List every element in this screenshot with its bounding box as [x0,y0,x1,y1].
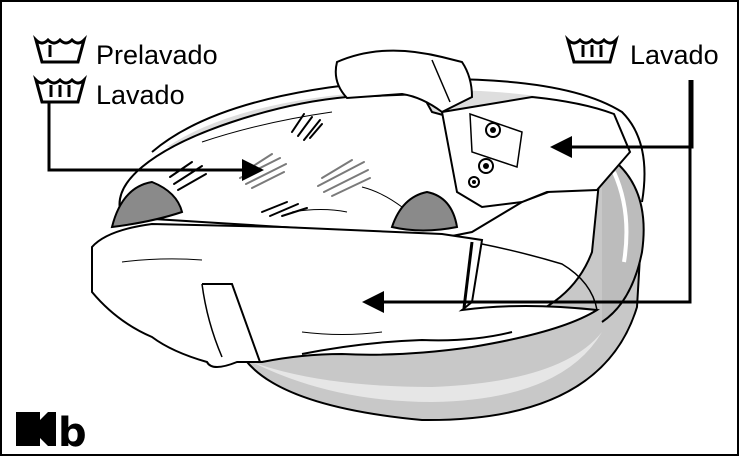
cuff-button [479,159,493,173]
wash-tub-two-bars-icon [36,80,84,102]
label-prewash: Prelavado [96,40,218,70]
label-wash-left: Lavado [96,80,185,110]
brand-logo-icon: b [16,410,87,456]
wash-tub-one-bar-icon [36,40,84,62]
cuff-button [486,123,500,137]
label-wash-right: Lavado [630,40,719,70]
cuff-button [469,177,479,187]
logo-letter: b [58,410,87,456]
wash-tub-two-bars-icon [568,40,616,62]
